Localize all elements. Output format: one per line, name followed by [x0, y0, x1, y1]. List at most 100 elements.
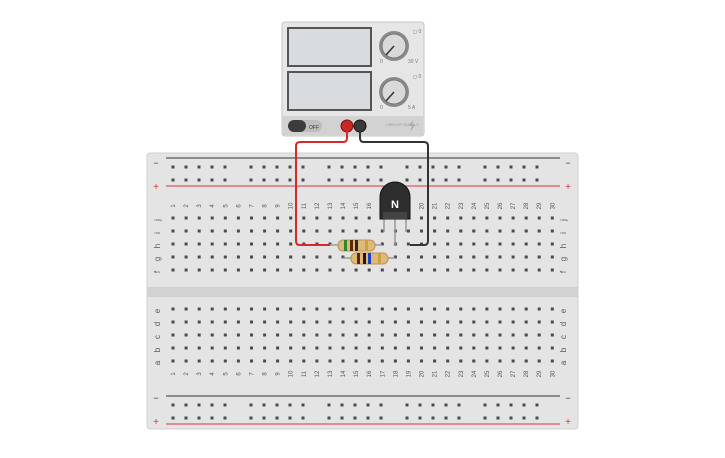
red-wire[interactable]	[295, 130, 348, 246]
terminal-hole[interactable]	[420, 268, 423, 272]
terminal-hole[interactable]	[380, 307, 384, 311]
terminal-hole[interactable]	[236, 268, 240, 272]
terminal-hole[interactable]	[550, 242, 554, 246]
terminal-hole[interactable]	[250, 229, 253, 233]
rail-hole[interactable]	[366, 165, 370, 169]
terminal-hole[interactable]	[498, 333, 502, 337]
terminal-hole[interactable]	[380, 359, 384, 363]
terminal-hole[interactable]	[236, 346, 240, 350]
terminal-hole[interactable]	[184, 255, 188, 259]
terminal-hole[interactable]	[511, 255, 515, 259]
terminal-hole[interactable]	[210, 320, 214, 324]
terminal-hole[interactable]	[420, 333, 423, 337]
rail-hole[interactable]	[535, 416, 539, 420]
terminal-hole[interactable]	[472, 229, 476, 233]
terminal-hole[interactable]	[354, 229, 358, 233]
rail-hole[interactable]	[496, 416, 500, 420]
terminal-hole[interactable]	[367, 346, 371, 350]
terminal-hole[interactable]	[550, 320, 554, 324]
rail-hole[interactable]	[340, 416, 344, 420]
terminal-hole[interactable]	[236, 229, 240, 233]
terminal-hole[interactable]	[315, 359, 319, 363]
terminal-hole[interactable]	[263, 333, 267, 337]
terminal-hole[interactable]	[524, 268, 528, 272]
rail-hole[interactable]	[457, 178, 461, 182]
terminal-hole[interactable]	[459, 307, 463, 311]
rail-hole[interactable]	[288, 178, 292, 182]
terminal-hole[interactable]	[433, 242, 437, 246]
terminal-hole[interactable]	[446, 242, 450, 246]
terminal-hole[interactable]	[406, 359, 410, 363]
terminal-hole[interactable]	[393, 268, 397, 272]
terminal-hole[interactable]	[197, 229, 201, 233]
terminal-hole[interactable]	[184, 346, 188, 350]
terminal-hole[interactable]	[171, 320, 175, 324]
terminal-hole[interactable]	[511, 229, 515, 233]
rail-hole[interactable]	[327, 403, 331, 407]
terminal-hole[interactable]	[210, 229, 214, 233]
terminal-hole[interactable]	[276, 359, 280, 363]
terminal-hole[interactable]	[184, 333, 188, 337]
terminal-hole[interactable]	[210, 268, 214, 272]
terminal-hole[interactable]	[263, 268, 267, 272]
rail-hole[interactable]	[522, 178, 526, 182]
resistor-2[interactable]	[343, 252, 395, 265]
terminal-hole[interactable]	[171, 216, 175, 220]
rail-hole[interactable]	[418, 416, 422, 420]
rail-hole[interactable]	[535, 178, 539, 182]
terminal-hole[interactable]	[328, 320, 332, 324]
terminal-hole[interactable]	[498, 242, 502, 246]
terminal-hole[interactable]	[524, 229, 528, 233]
terminal-hole[interactable]	[459, 255, 463, 259]
terminal-hole[interactable]	[550, 359, 554, 363]
terminal-hole[interactable]	[354, 346, 358, 350]
terminal-hole[interactable]	[367, 229, 371, 233]
rail-hole[interactable]	[327, 416, 331, 420]
terminal-hole[interactable]	[420, 307, 423, 311]
terminal-hole[interactable]	[550, 255, 554, 259]
terminal-hole[interactable]	[210, 242, 214, 246]
terminal-hole[interactable]	[341, 346, 345, 350]
voltage-knob[interactable]	[379, 31, 409, 61]
terminal-hole[interactable]	[184, 242, 188, 246]
terminal-hole[interactable]	[537, 307, 541, 311]
rail-hole[interactable]	[223, 178, 227, 182]
terminal-hole[interactable]	[210, 255, 214, 259]
terminal-hole[interactable]	[328, 216, 332, 220]
terminal-hole[interactable]	[315, 333, 319, 337]
terminal-hole[interactable]	[485, 307, 489, 311]
terminal-hole[interactable]	[485, 346, 489, 350]
terminal-hole[interactable]	[485, 333, 489, 337]
terminal-hole[interactable]	[393, 307, 397, 311]
terminal-hole[interactable]	[550, 333, 554, 337]
terminal-hole[interactable]	[289, 320, 293, 324]
rail-hole[interactable]	[249, 178, 253, 182]
terminal-hole[interactable]	[197, 320, 201, 324]
rail-hole[interactable]	[327, 178, 331, 182]
terminal-hole[interactable]	[223, 359, 227, 363]
rail-hole[interactable]	[509, 416, 513, 420]
terminal-hole[interactable]	[472, 320, 476, 324]
terminal-hole[interactable]	[367, 216, 371, 220]
terminal-hole[interactable]	[210, 333, 214, 337]
terminal-hole[interactable]	[459, 359, 463, 363]
rail-hole[interactable]	[379, 403, 383, 407]
terminal-hole[interactable]	[315, 268, 319, 272]
terminal-hole[interactable]	[511, 359, 515, 363]
rail-hole[interactable]	[210, 403, 214, 407]
terminal-hole[interactable]	[328, 359, 332, 363]
terminal-hole[interactable]	[328, 307, 332, 311]
rail-hole[interactable]	[353, 165, 357, 169]
terminal-hole[interactable]	[302, 346, 306, 350]
rail-hole[interactable]	[249, 165, 253, 169]
terminal-hole[interactable]	[420, 229, 423, 233]
terminal-hole[interactable]	[302, 333, 306, 337]
terminal-hole[interactable]	[367, 307, 371, 311]
terminal-hole[interactable]	[446, 229, 450, 233]
terminal-hole[interactable]	[289, 242, 293, 246]
terminal-hole[interactable]	[498, 268, 502, 272]
terminal-hole[interactable]	[328, 255, 332, 259]
rail-hole[interactable]	[509, 165, 513, 169]
terminal-hole[interactable]	[459, 216, 463, 220]
